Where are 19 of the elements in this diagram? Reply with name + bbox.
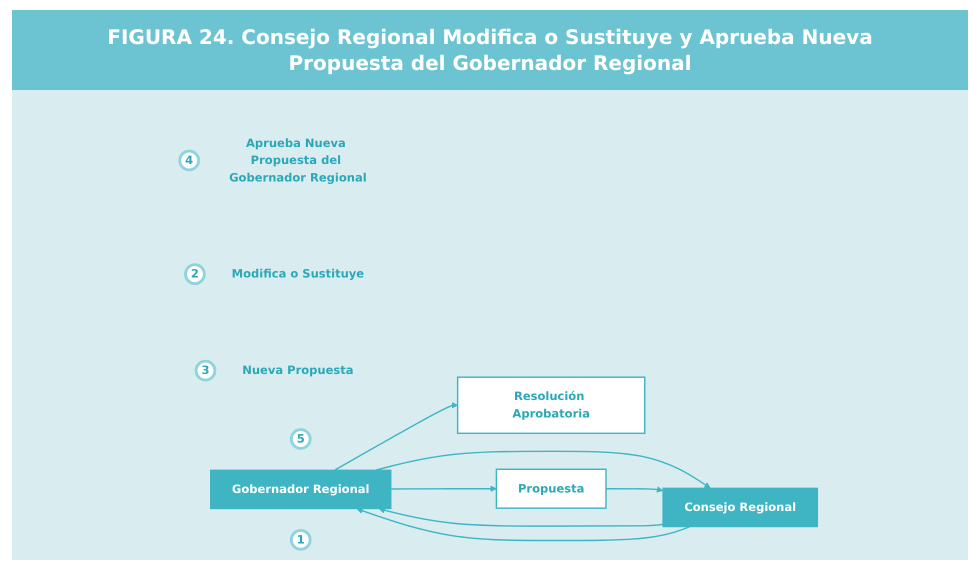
node-circle: 3 — [194, 360, 217, 382]
node-box: Propuesta — [496, 468, 607, 509]
node-circle: 4 — [178, 150, 200, 172]
node-box: Gobernador Regional — [210, 470, 392, 510]
arrow — [391, 486, 497, 492]
arrow — [334, 402, 458, 471]
node-circle: 5 — [290, 428, 312, 450]
title-banner: FIGURA 24. Consejo Regional Modifica o Sustituye y Aprueba Nueva Propuesta del Gobernador Regional — [12, 10, 968, 90]
node-label: Aprueba Nueva Propuesta del Gobernador Regional — [229, 136, 367, 184]
node-circle: 1 — [290, 528, 312, 551]
node-label: Nueva Propuesta — [242, 363, 354, 378]
node-box: Consejo Regional — [662, 488, 818, 528]
node-label: Modifica o Sustituye — [232, 266, 364, 281]
arrow — [376, 450, 711, 488]
node-circle: 2 — [184, 263, 206, 285]
arrow — [356, 508, 690, 542]
node-box: Resolución Aprobatoria — [457, 376, 646, 434]
arrow — [378, 507, 664, 527]
arrow — [606, 486, 664, 493]
